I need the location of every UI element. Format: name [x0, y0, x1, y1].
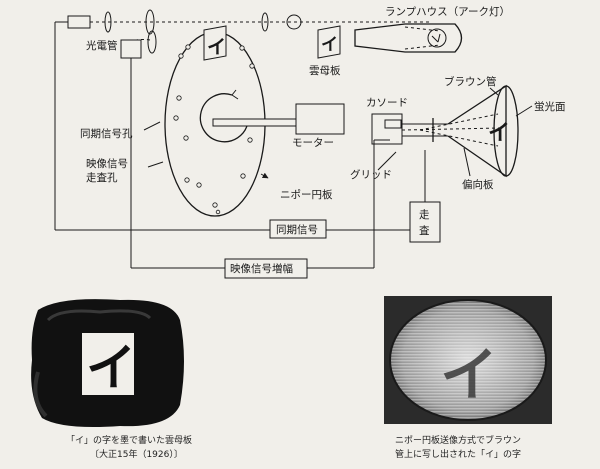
aperture-icon	[286, 14, 302, 30]
screen-char-i: イ	[488, 121, 510, 146]
nipkow-disk: イ ニポー円板	[164, 25, 333, 217]
photocell-label: 光電管	[86, 39, 118, 52]
phosphor-screen-label: 蛍光面	[534, 100, 566, 113]
mica-char-i: イ	[207, 36, 226, 58]
mica-plate-label: 雲母板	[309, 64, 341, 77]
mica-char-i-2: イ	[321, 35, 338, 55]
braun-tube: イ ブラウン管 蛍光面 カソード グリッド 偏向板	[350, 75, 566, 191]
mica-plate: イ 雲母板	[309, 25, 341, 77]
scan-label-1: 走	[419, 209, 430, 221]
cathode-box	[384, 119, 402, 129]
motor: モーター	[292, 103, 345, 149]
crt-screen-photo: イ	[384, 296, 552, 424]
photocell: 光電管	[86, 39, 142, 268]
right-caption-line1: ニポー円板送像方式でブラウン	[395, 434, 521, 446]
motor-label: モーター	[292, 137, 334, 149]
light-source-box	[67, 15, 91, 29]
right-caption-line2: 管上に写し出された「イ」の字	[395, 448, 521, 460]
phosphor-screen-shape	[493, 85, 519, 177]
left-caption-line1: 「イ」の字を墨で書いた雲母板	[66, 434, 192, 446]
video-scan-hole-label-1: 映像信号	[86, 158, 128, 170]
lamp-house: ランプハウス（アーク灯）	[354, 6, 510, 53]
nipkow-disk-label: ニポー円板	[280, 188, 333, 201]
mica-photo-char-i: イ	[86, 339, 136, 397]
motor-shaft	[212, 118, 297, 127]
mica-plate-photo: イ	[31, 299, 184, 427]
video-scan-hole-label-2: 走査孔	[86, 171, 118, 184]
deflection-plate-label: 偏向板	[462, 178, 494, 191]
arc-lamp-icon	[427, 28, 447, 48]
sync-signal-label: 同期信号	[276, 224, 318, 236]
braun-tube-label: ブラウン管	[444, 75, 497, 88]
mica-plate-on-disk	[203, 25, 227, 61]
scan-unit: 走 査	[409, 150, 441, 243]
cathode-label: カソード	[366, 97, 408, 109]
lens-left	[145, 9, 155, 35]
scan-label-2: 査	[419, 224, 430, 237]
crt-photo-char-i: イ	[440, 341, 498, 409]
lamp-house-label: ランプハウス（アーク灯）	[385, 6, 510, 18]
signal-wires: 同期信号 映像信号増幅	[54, 21, 410, 279]
lens-small	[104, 11, 112, 33]
optical-path	[67, 9, 430, 54]
left-caption-line2: 〔大正15年（1926）〕	[90, 448, 183, 460]
lens-middle	[261, 12, 269, 32]
sync-signal-box	[269, 219, 327, 239]
sync-hole-label: 同期信号孔	[80, 127, 133, 140]
video-amp-label: 映像信号増幅	[230, 262, 293, 275]
grid-label: グリッド	[350, 168, 392, 181]
